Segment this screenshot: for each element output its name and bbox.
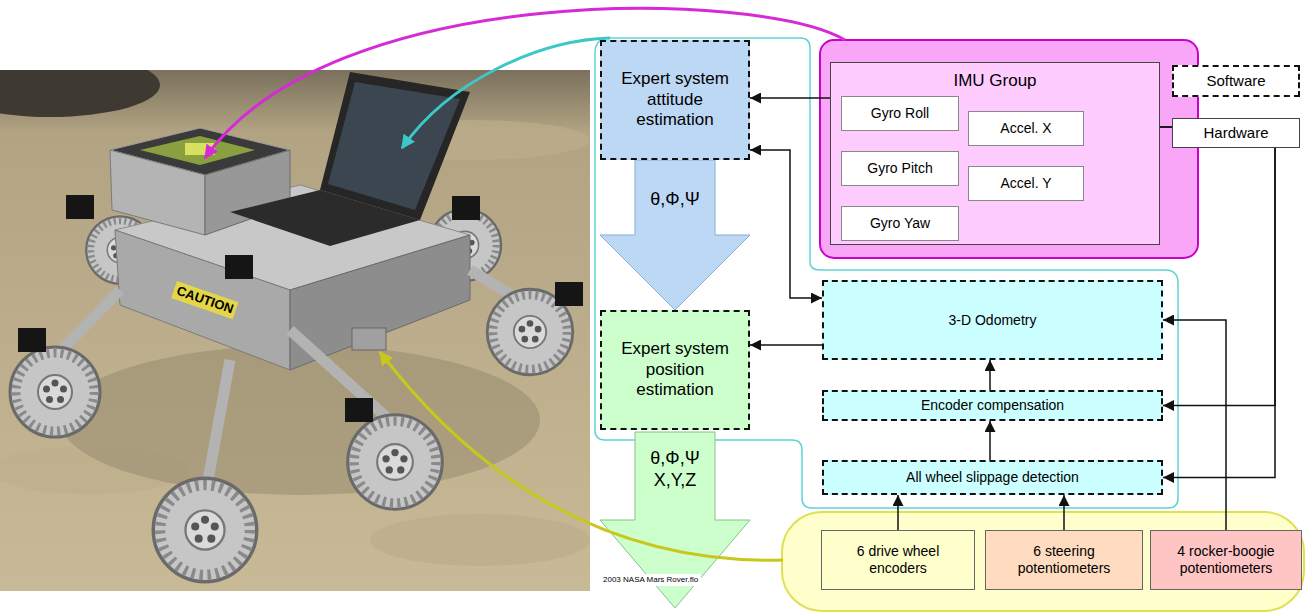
hardware-box: 6 drive wheel encoders <box>821 530 975 590</box>
connector <box>897 495 899 530</box>
process-box: Encoder compensation <box>822 390 1163 421</box>
leader-line <box>402 38 610 148</box>
connector <box>1160 127 1275 478</box>
steering-motor <box>555 282 583 306</box>
output-label: θ,Φ,Ψ X,Y,Z <box>650 448 699 491</box>
block-arrow <box>600 160 750 310</box>
box-label: Gyro Roll <box>871 105 929 122</box>
rover-shadow <box>60 345 540 495</box>
rocker-joint <box>352 328 386 350</box>
output-arrow <box>600 432 750 608</box>
group-box: IMU GroupGyro RollGyro PitchGyro Yaw Acce… <box>830 62 1160 245</box>
chassis-front <box>115 230 290 370</box>
sand-ripple <box>370 514 590 566</box>
sensor-box: Gyro Roll <box>841 96 959 131</box>
sensor-box: Accel. X <box>968 111 1084 146</box>
file-name: 2003 NASA Mars Rover.flo <box>600 574 701 586</box>
connector <box>750 344 822 346</box>
wheel <box>10 347 100 437</box>
rocker-arm <box>60 290 120 352</box>
process-box: All wheel slippage detection <box>822 460 1163 495</box>
hardware-box: 4 rocker-boogie potentiometers <box>1150 530 1302 590</box>
box-label: 6 steering potentiometers <box>991 543 1137 577</box>
sensor-box: Gyro Yaw <box>841 206 959 241</box>
legend-text: Software <box>1206 72 1265 90</box>
legend-sample: Software <box>1172 65 1300 97</box>
box-label: Accel. Y <box>1000 175 1051 192</box>
rocker-arm <box>208 360 230 480</box>
box-label: Gyro Pitch <box>867 160 932 177</box>
circuit-board <box>140 136 255 165</box>
sand-ground <box>0 70 590 591</box>
process-box: 3-D Odometry <box>822 280 1163 360</box>
box-label: 6 drive wheel encoders <box>827 543 969 577</box>
sensor-box: Gyro Pitch <box>841 151 959 186</box>
process-box: Expert system position estimation <box>600 310 750 430</box>
box-label: Expert system position estimation <box>607 339 743 400</box>
group-title: IMU Group <box>831 71 1159 91</box>
photo-scene <box>0 70 590 591</box>
laptop-screen <box>328 82 460 210</box>
box-label: Expert system attitude estimation <box>607 69 743 130</box>
legend-text: Hardware <box>1203 124 1268 142</box>
legend-sample: Hardware <box>1172 118 1300 148</box>
dark-corner <box>0 70 160 117</box>
wheel <box>153 478 257 582</box>
box-label: Accel. X <box>1000 120 1051 137</box>
connector <box>750 150 822 298</box>
steering-motor <box>18 328 46 352</box>
connector <box>989 421 991 460</box>
process-box: Expert system attitude estimation <box>600 40 750 160</box>
sticker-text: CAUTION <box>171 281 238 319</box>
box-label: 4 rocker-boogie potentiometers <box>1156 543 1296 577</box>
connector <box>989 360 991 390</box>
sensor-box: Accel. Y <box>968 166 1084 201</box>
box-label: All wheel slippage detection <box>906 469 1079 486</box>
connector <box>1063 495 1065 530</box>
laptop-lid <box>320 72 470 220</box>
connector <box>1160 127 1275 406</box>
steering-motor <box>66 195 94 219</box>
steering-motor <box>452 196 480 220</box>
wheel <box>348 415 443 510</box>
steering-motor <box>225 255 253 279</box>
box-label: 3-D Odometry <box>949 312 1037 329</box>
connector <box>750 97 830 99</box>
imu-region <box>820 40 1198 258</box>
hardware-box: 6 steering potentiometers <box>985 530 1143 590</box>
box-label: Gyro Yaw <box>870 215 930 232</box>
box-front <box>110 150 205 235</box>
steering-motor <box>345 398 373 422</box>
edge-label: θ,Φ,Ψ <box>650 189 699 211</box>
box-label: Encoder compensation <box>921 397 1064 414</box>
connector <box>1163 320 1226 530</box>
